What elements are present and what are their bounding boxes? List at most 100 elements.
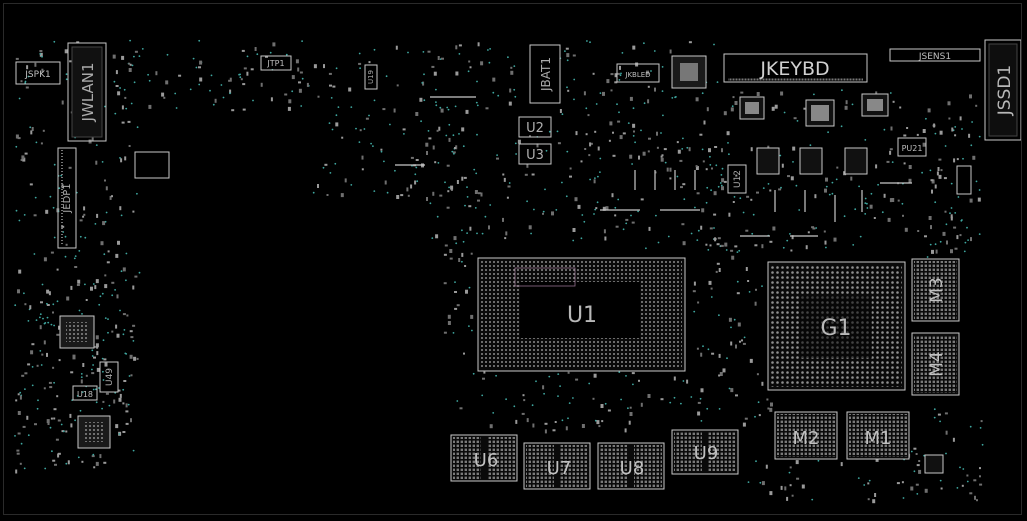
passive-pad <box>710 287 713 290</box>
connector-jspk1[interactable]: JSPK1 <box>15 61 61 85</box>
vram-m4[interactable]: M4 <box>911 332 960 396</box>
passive-pad <box>688 41 692 44</box>
connector-jedp1[interactable]: JEDP1 <box>57 147 77 249</box>
via <box>782 246 785 249</box>
passive-pad <box>504 237 507 240</box>
passive-pad <box>922 129 926 133</box>
passive-pad <box>122 402 125 405</box>
passive-pad <box>39 50 43 52</box>
passive-pad <box>393 108 396 113</box>
qfn-chip-left-1[interactable] <box>59 315 95 349</box>
connector-jtp1[interactable]: JTP1 <box>260 55 292 71</box>
via <box>436 215 439 218</box>
passive-pad <box>756 373 759 376</box>
via <box>27 434 30 437</box>
via <box>269 51 272 54</box>
via <box>98 303 101 306</box>
chip-pu21[interactable]: PU21 <box>897 137 927 157</box>
passive-pad <box>790 176 794 181</box>
via <box>710 296 713 298</box>
connector-jbat1[interactable]: JBAT1 <box>529 44 561 104</box>
via <box>461 229 463 232</box>
via <box>864 139 867 141</box>
passive-pad <box>56 395 59 398</box>
label-m1: M1 <box>865 428 892 449</box>
passive-pad <box>522 394 525 397</box>
label-m3: M3 <box>927 277 947 302</box>
chip-u12[interactable]: U12 <box>727 164 747 194</box>
passive-pad <box>443 253 447 256</box>
via <box>125 252 128 255</box>
chip-u49[interactable]: U49 <box>99 361 119 393</box>
passive-pad <box>638 155 640 160</box>
chip-u2[interactable]: U2 <box>518 116 552 138</box>
passive-pad <box>945 430 948 435</box>
via <box>123 329 126 331</box>
passive-pad <box>930 225 932 230</box>
vram-m1[interactable]: M1 <box>846 411 910 460</box>
via <box>565 195 568 198</box>
passive-pad <box>711 167 713 170</box>
via <box>118 433 121 435</box>
via <box>73 257 76 260</box>
passive-pad <box>647 394 651 398</box>
via <box>718 408 721 410</box>
connector-jssd1[interactable]: JSSD1 <box>984 39 1022 141</box>
passive-pad <box>532 423 535 428</box>
via <box>978 189 981 191</box>
ram-u7[interactable]: U7 <box>523 442 591 490</box>
gpu-g1[interactable]: G1 <box>767 261 906 391</box>
passive-pad <box>31 127 34 131</box>
passive-pad <box>104 274 107 277</box>
passive-pad <box>903 162 906 165</box>
via <box>594 208 597 211</box>
ram-u6[interactable]: U6 <box>450 434 518 482</box>
passive-pad <box>437 56 440 60</box>
passive-pad <box>734 101 738 105</box>
passive-pad <box>468 60 471 63</box>
ram-u8[interactable]: U8 <box>597 442 665 490</box>
connector-jsens1[interactable]: JSENS1 <box>889 48 981 62</box>
qfn-chip-left-2[interactable] <box>77 415 111 449</box>
via <box>136 126 139 129</box>
label-pu21: PU21 <box>902 144 923 153</box>
passive-pad <box>791 235 794 240</box>
via <box>789 233 791 235</box>
label-g1: G1 <box>820 316 851 341</box>
via <box>643 42 645 45</box>
passive-pad <box>115 85 119 87</box>
vram-m2[interactable]: M2 <box>774 411 838 460</box>
passive-pad <box>328 72 332 75</box>
label-m2: M2 <box>793 428 820 449</box>
connector-jkbled[interactable]: JKBLED <box>616 63 660 83</box>
passive-pad <box>959 234 962 237</box>
vram-m3[interactable]: M3 <box>911 258 960 322</box>
passive-pad <box>95 335 99 340</box>
passive-pad <box>730 249 734 252</box>
passive-pad <box>96 351 99 356</box>
via <box>114 289 116 291</box>
via <box>759 481 762 484</box>
via <box>108 404 111 407</box>
passive-pad <box>769 407 773 412</box>
via <box>63 430 65 433</box>
passive-pad <box>789 484 792 487</box>
passive-pad <box>700 352 703 357</box>
connector-jkeybd[interactable]: JKEYBD <box>723 53 868 83</box>
passive-pad <box>20 159 23 161</box>
passive-pad <box>890 126 893 131</box>
connector-jwlan1[interactable]: JWLAN1 <box>67 42 107 142</box>
passive-pad <box>95 160 98 165</box>
chip-u3[interactable]: U3 <box>518 143 552 165</box>
passive-pad <box>676 141 679 144</box>
via <box>50 323 53 326</box>
via <box>889 92 892 94</box>
passive-pad <box>129 330 133 333</box>
qfn-chip-top[interactable] <box>671 55 707 89</box>
ram-u9[interactable]: U9 <box>671 429 739 475</box>
via <box>403 133 405 135</box>
passive-pad <box>706 107 709 112</box>
chip-u18[interactable]: U18 <box>72 385 98 401</box>
chip-u19[interactable]: U19 <box>364 64 378 90</box>
cpu-u1[interactable]: U1 <box>477 257 686 372</box>
